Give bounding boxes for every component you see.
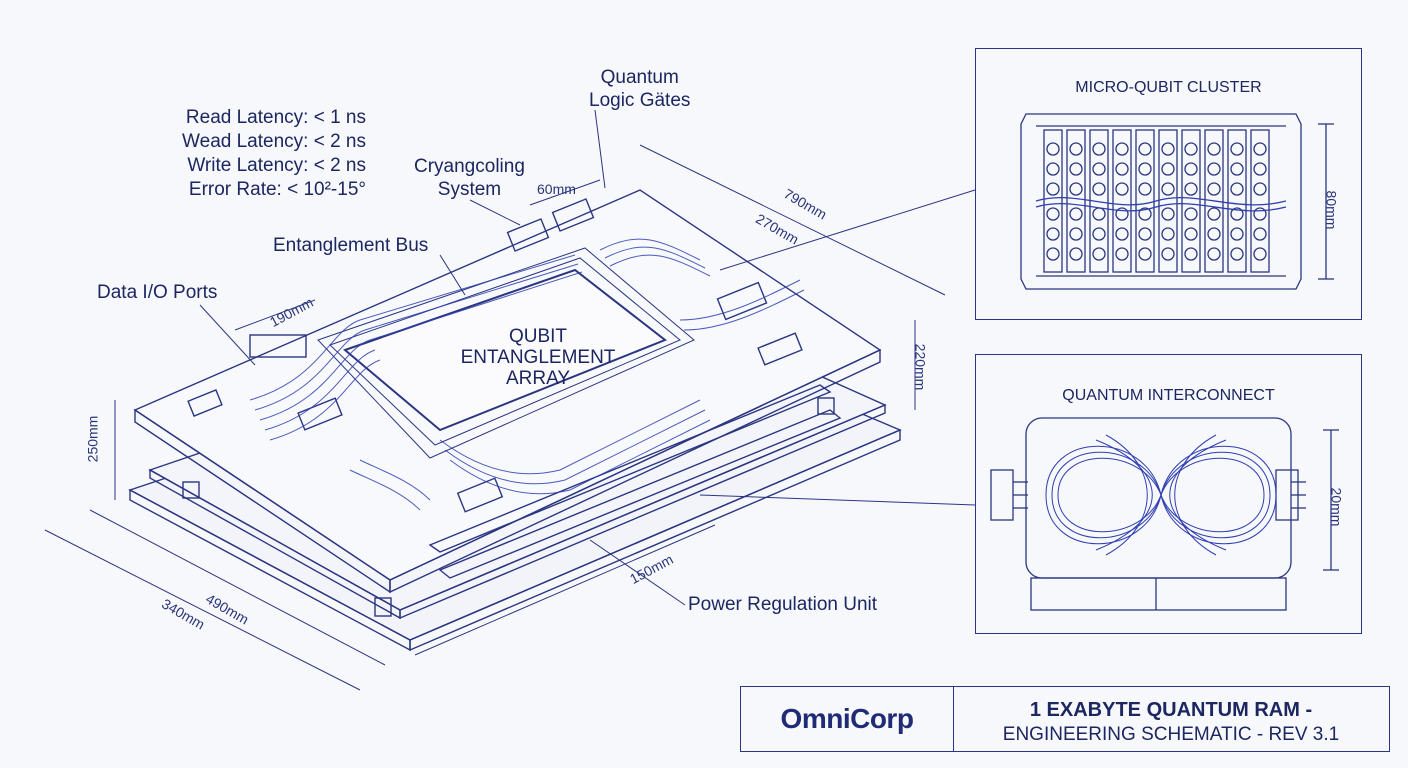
callout-cryocooling-system: Cryangcoling System	[414, 157, 525, 199]
callout-cryocooling-line2: System	[437, 179, 502, 200]
callout-entanglement-bus: Entanglement Bus	[273, 235, 429, 256]
core-label: QUBIT ENTANGLEMENT ARRAY	[448, 326, 628, 389]
callout-quantum-logic-gates-line2: Logic Gätes	[589, 90, 691, 111]
spec-write-latency: Write Latency: < 2 ns	[187, 155, 366, 176]
core-label-line1: QUBIT	[508, 326, 568, 347]
dim-80: 80mm	[1323, 190, 1340, 230]
callout-data-io-ports: Data I/O Ports	[97, 282, 218, 303]
core-label-line3: ARRAY	[505, 368, 571, 389]
callout-cryocooling-line1: Cryangcoling	[414, 156, 525, 177]
dim-60: 60mm	[537, 181, 576, 197]
panel-micro-qubit-title: MICRO-QUBIT CLUSTER	[1075, 79, 1262, 96]
dim-250: 250mm	[84, 415, 101, 463]
title-block: OmniCorp 1 EXABYTE QUANTUM RAM - ENGINEE…	[740, 686, 1390, 752]
panel-quantum-interconnect: QUANTUM INTERCONNECT 20mm	[975, 354, 1362, 634]
panel-interconnect-title: QUANTUM INTERCONNECT	[1062, 387, 1275, 404]
core-label-line2: ENTANGLEMENT	[460, 347, 616, 368]
spec-error-rate: Error Rate: < 10²-15°	[188, 179, 366, 200]
omnicorp-logo: OmniCorp	[741, 687, 954, 751]
dim-20: 20mm	[1328, 487, 1345, 527]
core-chip-outline	[343, 268, 667, 432]
callout-quantum-logic-gates-line1: Quantum	[600, 67, 679, 88]
title-line-2: ENGINEERING SCHEMATIC - REV 3.1	[1002, 724, 1340, 745]
callout-power-regulation-unit: Power Regulation Unit	[688, 594, 878, 615]
title-line-1: 1 EXABYTE QUANTUM RAM -	[1029, 699, 1313, 721]
interconnect-drawing	[990, 417, 1339, 611]
callout-quantum-logic-gates: Quantum Logic Gätes	[589, 68, 690, 110]
spec-wead-latency: Wead Latency: < 2 ns	[182, 131, 366, 152]
spec-list: Read Latency: < 1 ns Wead Latency: < 2 n…	[116, 106, 366, 202]
spec-read-latency: Read Latency: < 1 ns	[185, 107, 366, 128]
dim-220: 220mm	[912, 343, 929, 391]
panel-micro-qubit-cluster: MICRO-QUBIT CLUSTER 80	[975, 48, 1362, 320]
micro-qubit-drawing	[1020, 113, 1334, 290]
